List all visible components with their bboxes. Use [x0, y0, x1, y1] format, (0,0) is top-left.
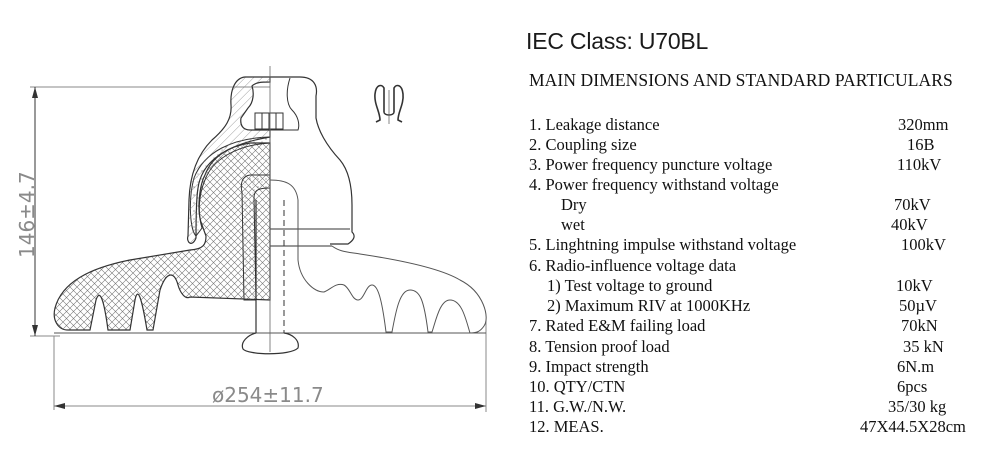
- spec-label: 11. G.W./N.W.: [529, 397, 627, 416]
- spec-label: 12. MEAS.: [529, 417, 604, 436]
- metal-cap: [187, 76, 284, 244]
- spec-sublabel: wet: [561, 215, 585, 234]
- spec-value: 100kV: [901, 235, 946, 254]
- spec-label: 1. Leakage distance: [529, 115, 660, 134]
- spec-value: 47X44.5X28cm: [860, 417, 966, 436]
- spec-label: 3. Power frequency puncture voltage: [529, 155, 773, 174]
- spec-value: 70kN: [901, 316, 938, 335]
- height-dimension-label: 146±4.7: [15, 171, 39, 258]
- insulator-drawing: 146±4.7 ø254±11.7: [15, 66, 487, 412]
- diameter-dimension-label: ø254±11.7: [212, 383, 324, 407]
- spec-label: 5. Linghtning impulse withstand voltage: [529, 235, 797, 254]
- spec-label: 8. Tension proof load: [529, 337, 670, 356]
- page-title: IEC Class: U70BL: [526, 28, 709, 54]
- porcelain-section: [53, 142, 271, 331]
- spec-value: 70kV: [894, 195, 931, 214]
- spec-label: 6. Radio-influence voltage data: [529, 256, 737, 275]
- spec-sublabel: 2) Maximum RIV at 1000KHz: [547, 296, 751, 315]
- diameter-dimension: ø254±11.7: [53, 320, 487, 412]
- spec-value: 40kV: [891, 215, 928, 234]
- spec-value: 35 kN: [903, 337, 944, 356]
- spec-value: 110kV: [897, 155, 942, 174]
- split-pin-icon: [374, 84, 404, 124]
- spec-value: 6pcs: [897, 377, 928, 396]
- cap-exterior: [270, 76, 355, 247]
- spec-label: 7. Rated E&M failing load: [529, 316, 706, 335]
- skirt-exterior: [269, 179, 487, 334]
- spec-value: 320mm: [898, 115, 949, 134]
- spec-label: 9. Impact strength: [529, 357, 649, 376]
- spec-label: 10. QTY/CTN: [529, 377, 626, 396]
- spec-sublabel: Dry: [561, 195, 587, 214]
- section-heading: MAIN DIMENSIONS AND STANDARD PARTICULARS: [529, 70, 953, 90]
- spec-value: 16B: [907, 135, 935, 154]
- spec-sublabel: 1) Test voltage to ground: [547, 276, 713, 295]
- spec-value: 50µV: [899, 296, 937, 315]
- spec-value: 10kV: [896, 276, 933, 295]
- spec-label: 2. Coupling size: [529, 135, 637, 154]
- spec-label: 4. Power frequency withstand voltage: [529, 175, 779, 194]
- spec-value: 35/30 kg: [888, 397, 947, 416]
- spec-value: 6N.m: [897, 357, 935, 376]
- insulator-pin: [241, 66, 299, 355]
- height-dimension: 146±4.7: [15, 86, 270, 337]
